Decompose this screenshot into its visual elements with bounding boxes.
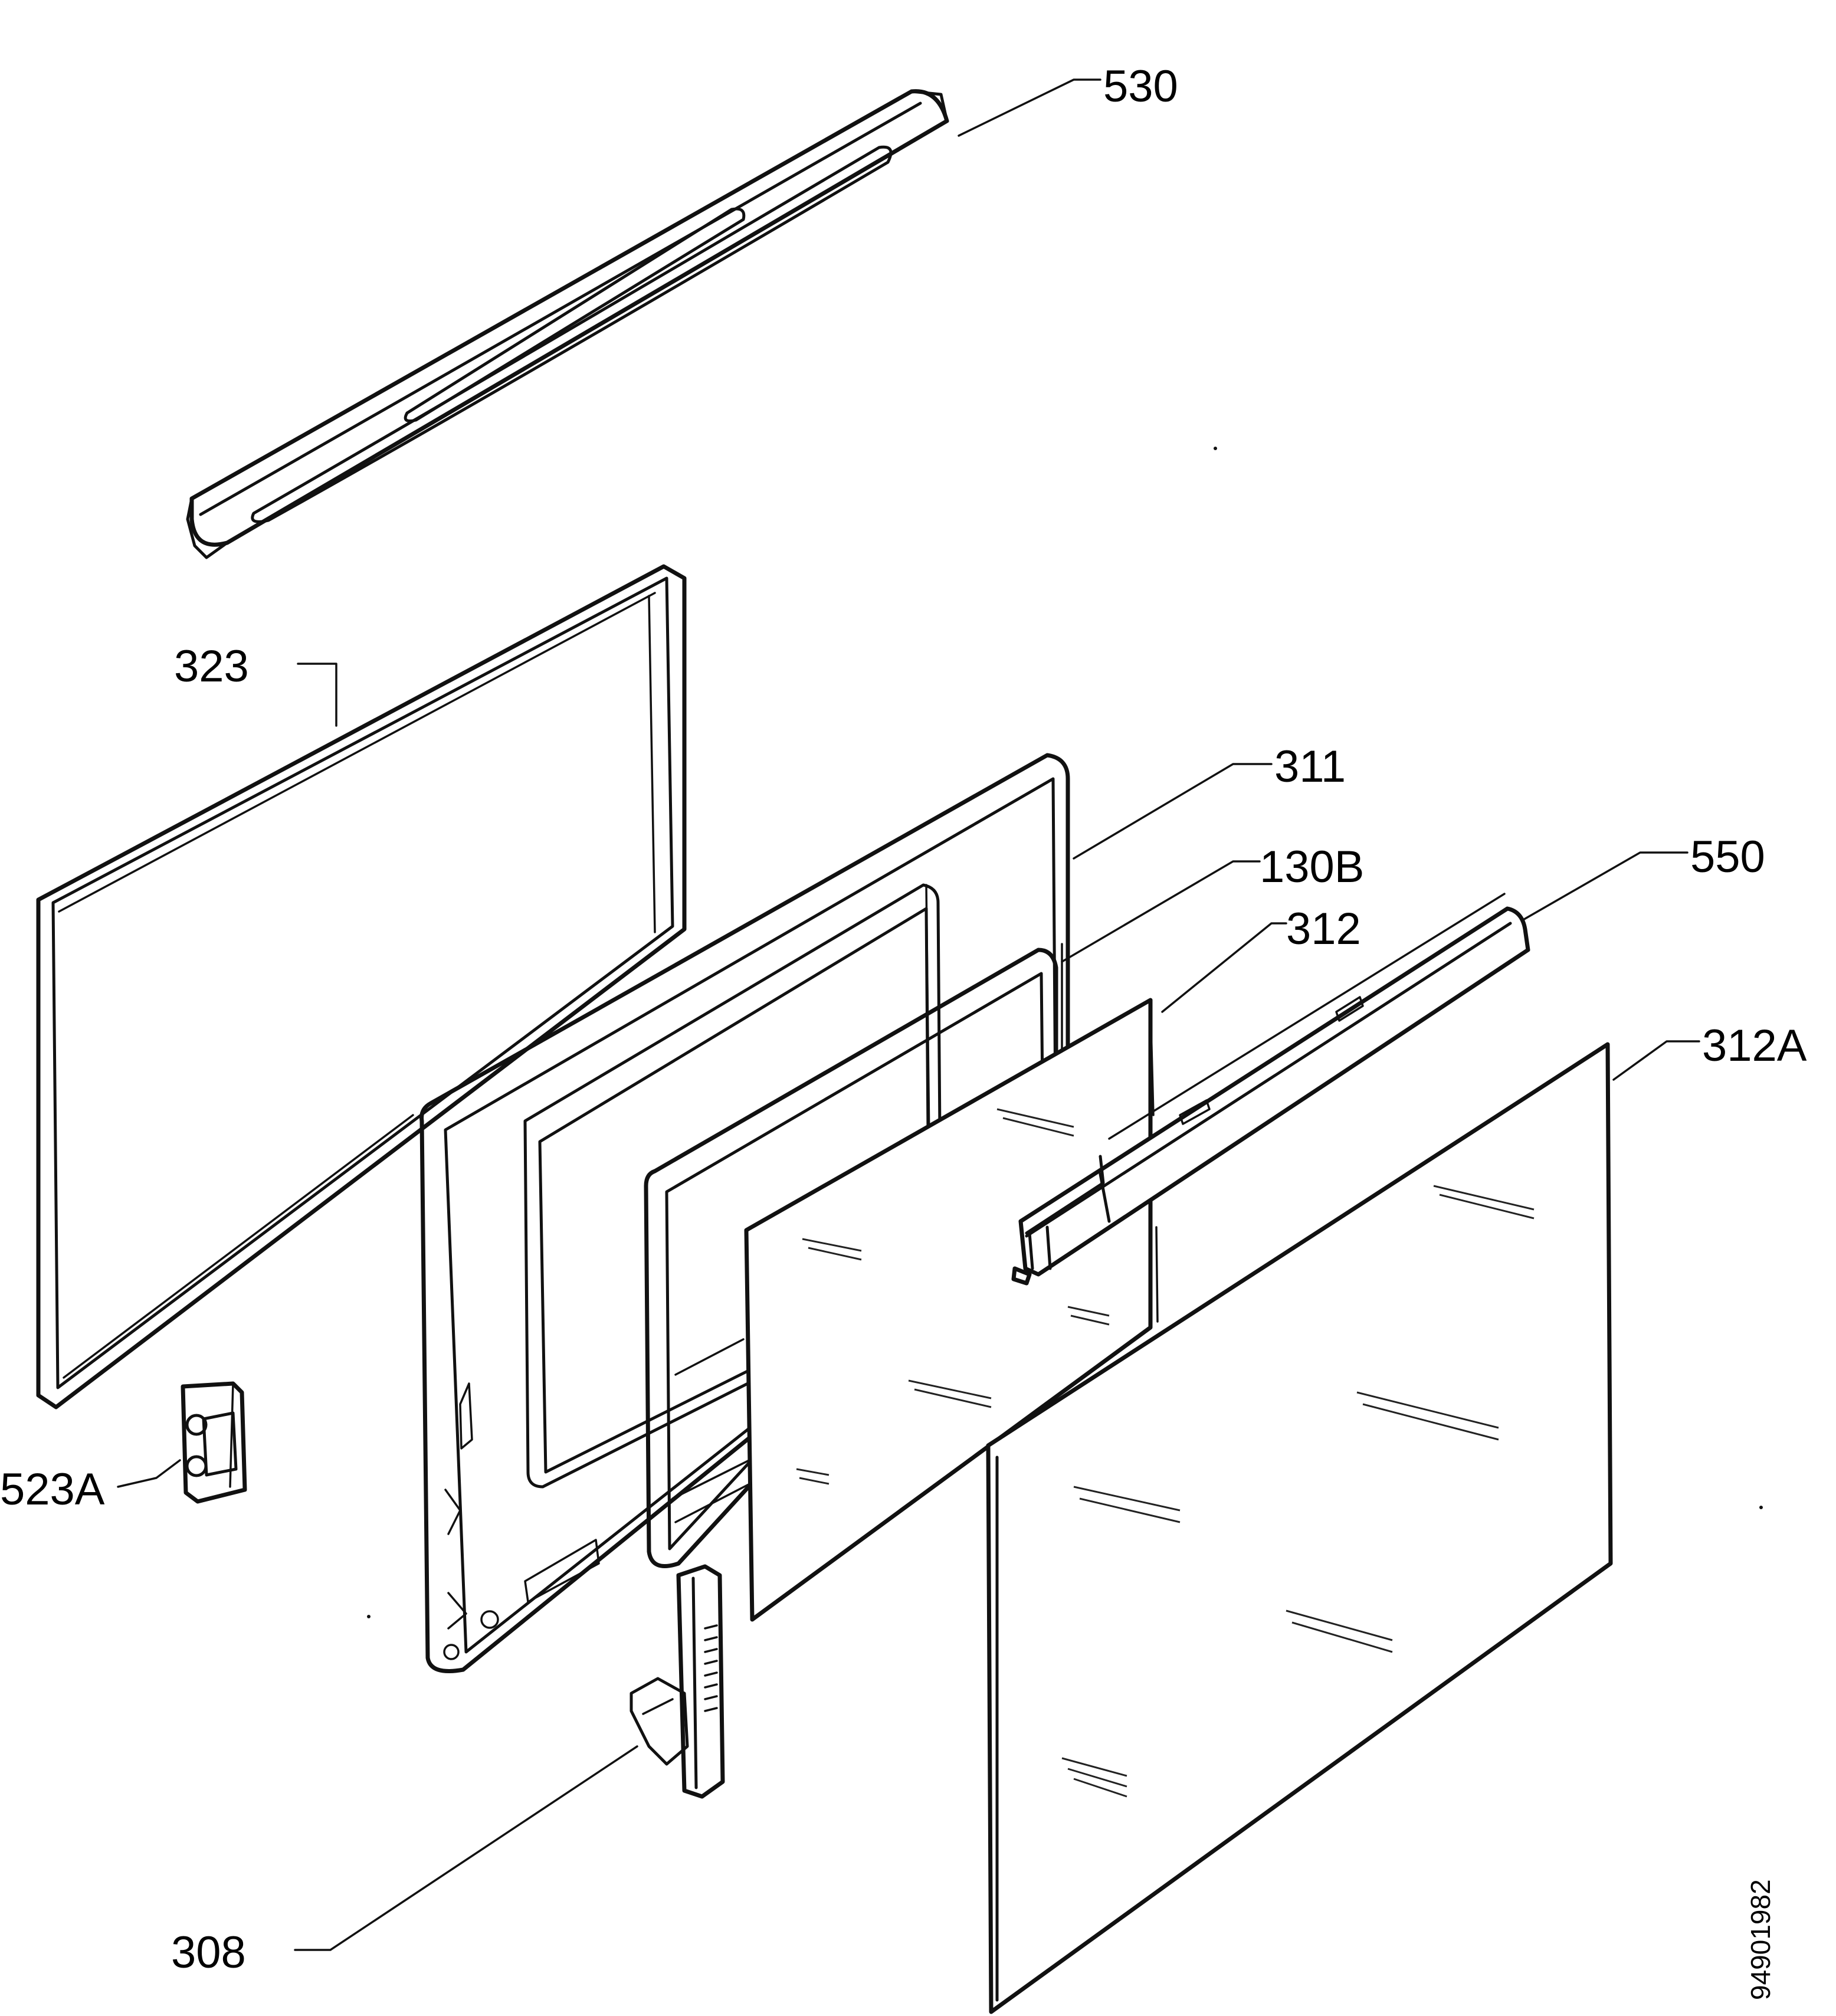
leader-523a	[117, 1459, 181, 1488]
leader-530	[958, 78, 1101, 137]
label-550: 550	[1690, 832, 1765, 882]
label-312: 312	[1286, 904, 1361, 954]
label-130b: 130B	[1260, 842, 1365, 892]
leader-550	[1521, 851, 1689, 922]
leader-130b	[1061, 860, 1261, 963]
speck	[1214, 447, 1217, 450]
leader-312a	[1612, 1040, 1700, 1081]
leader-lines	[117, 78, 1700, 1951]
label-312a: 312A	[1702, 1021, 1807, 1071]
label-530: 530	[1103, 61, 1178, 112]
leader-312	[1161, 922, 1287, 1013]
part-523a-hinge-bracket	[181, 1381, 247, 1504]
leader-311	[1073, 763, 1273, 860]
leader-323	[297, 663, 337, 727]
label-523a: 523A	[0, 1464, 105, 1515]
part-312a-outer-glass	[986, 1042, 1613, 2014]
label-323: 323	[174, 641, 249, 691]
label-308: 308	[171, 1928, 246, 1978]
part-530-handle	[186, 89, 949, 559]
figure-code: 94901982	[1745, 1879, 1776, 2000]
label-311: 311	[1274, 742, 1346, 792]
part-312-inner-glass	[744, 998, 1155, 1622]
part-308-hinge	[630, 1564, 725, 1799]
speck	[1759, 1506, 1763, 1509]
speck	[367, 1615, 371, 1618]
leader-308	[294, 1745, 638, 1951]
part-323-gasket	[36, 564, 687, 1409]
